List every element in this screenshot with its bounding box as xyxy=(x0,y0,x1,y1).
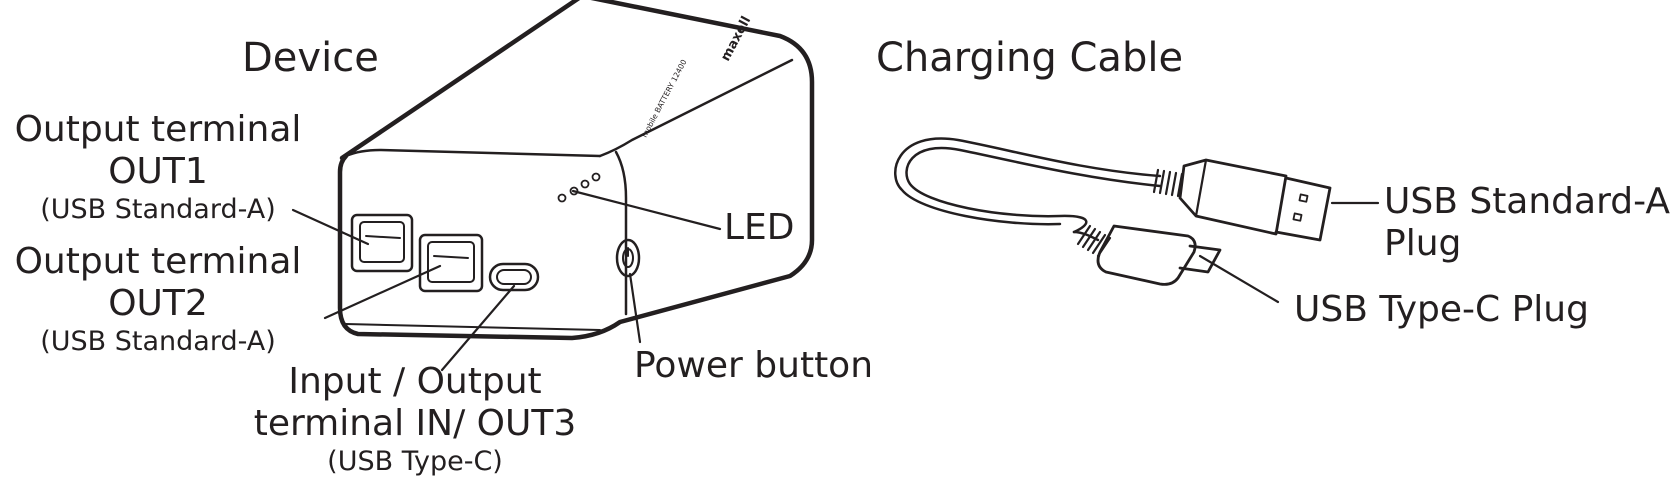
out1-label: Output terminal OUT1 (USB Standard-A) xyxy=(12,109,304,225)
leader-out2 xyxy=(323,264,442,320)
led-dot-1 xyxy=(557,193,567,203)
inout3-label-line1: Input / Output xyxy=(288,361,542,402)
out2-label: Output terminal OUT2 (USB Standard-A) xyxy=(12,241,304,357)
led-dot-4 xyxy=(591,172,601,182)
usb-c-label: USB Type-C Plug xyxy=(1294,289,1589,330)
leader-led xyxy=(571,189,722,231)
out1-label-line1: Output terminal xyxy=(14,109,302,150)
product-text: mobile BATTERY 12400 xyxy=(640,58,689,139)
leader-out1 xyxy=(291,208,370,246)
out1-port xyxy=(350,213,414,273)
led-dot-2 xyxy=(569,186,579,196)
out1-label-line2: OUT1 xyxy=(108,151,208,192)
device-leader-lines xyxy=(291,189,722,372)
out2-port xyxy=(418,233,484,293)
power-button-label: Power button xyxy=(634,345,874,386)
usb-c-plug-tip xyxy=(1178,244,1222,274)
inout3-port xyxy=(488,262,540,292)
usb-a-plug-body xyxy=(1178,158,1288,236)
usb-a-label-line1: USB Standard-A xyxy=(1384,181,1670,222)
usb-a-plug-tip xyxy=(1274,176,1332,242)
out1-label-line3: (USB Standard-A) xyxy=(40,194,276,225)
leader-inout3 xyxy=(440,284,516,372)
power-bank-illustration xyxy=(337,0,815,341)
usb-a-strain-relief xyxy=(1152,168,1184,198)
brand-logo-text: maxell xyxy=(718,14,754,64)
out2-label-line3: (USB Standard-A) xyxy=(40,326,276,357)
inout3-label-line2: terminal IN/ OUT3 xyxy=(253,403,577,444)
inout3-label-line3: (USB Type-C) xyxy=(327,446,503,477)
usb-c-plug-body xyxy=(1096,224,1197,286)
cable-title: Charging Cable xyxy=(876,35,1184,81)
cable-leader-lines xyxy=(1198,201,1380,304)
inout3-label: Input / Output terminal IN/ OUT3 (USB Ty… xyxy=(250,361,580,477)
out2-label-line1: Output terminal xyxy=(14,241,302,282)
out2-label-line2: OUT2 xyxy=(108,283,208,324)
brand-print: maxell mobile BATTERY 12400 xyxy=(640,14,754,139)
led-label: LED xyxy=(724,207,795,248)
usb-a-label-line2: Plug xyxy=(1384,223,1462,264)
leader-usb-c xyxy=(1198,254,1280,304)
device-title: Device xyxy=(242,35,379,81)
leader-power xyxy=(628,272,642,344)
led-dot-3 xyxy=(580,179,590,189)
usb-a-label: USB Standard-A Plug xyxy=(1384,184,1670,262)
led-indicators xyxy=(557,172,601,203)
charging-cable-illustration xyxy=(894,137,1332,286)
power-button-shape xyxy=(615,238,641,278)
